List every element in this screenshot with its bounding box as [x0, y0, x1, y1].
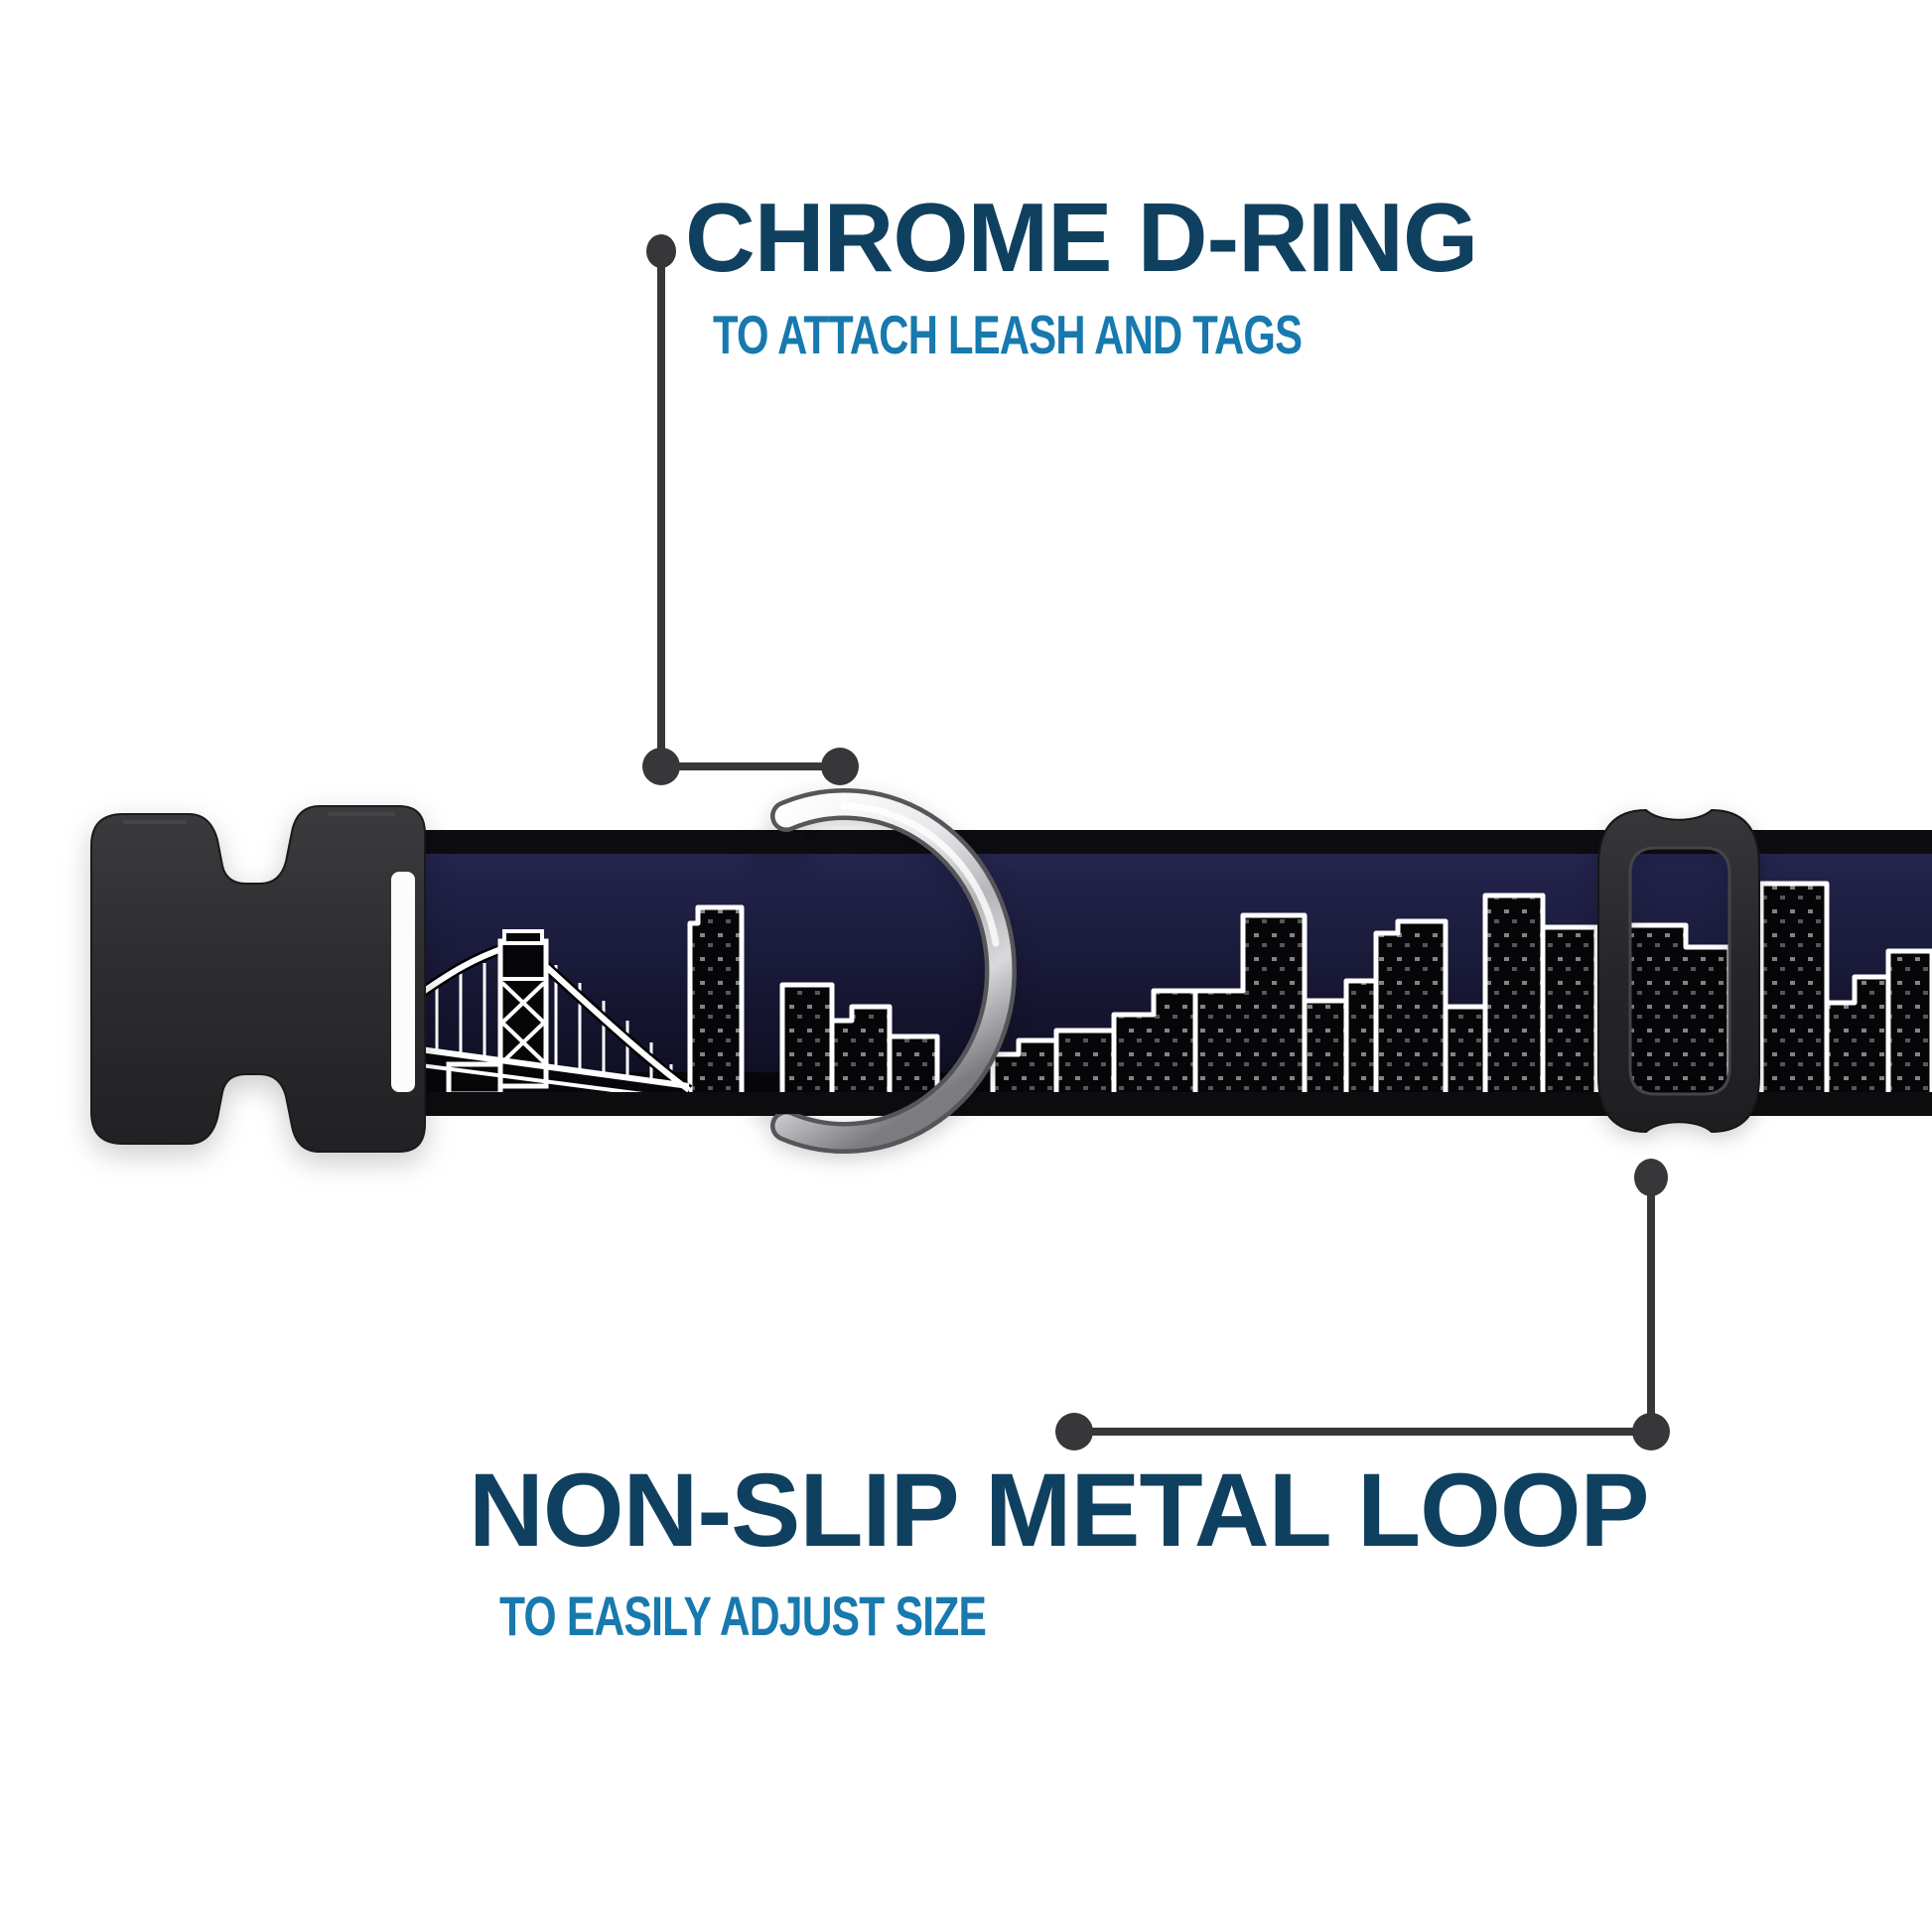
chrome-d-ring — [753, 788, 1017, 1154]
buckle-strap-slot — [391, 872, 415, 1092]
building — [1443, 1004, 1488, 1103]
callout-dot — [1632, 1413, 1670, 1450]
callout-dot — [646, 234, 676, 268]
building — [1885, 948, 1932, 1103]
metal-loop-slider — [1597, 808, 1760, 1134]
building — [1482, 893, 1546, 1103]
building — [1343, 978, 1379, 1103]
d-ring-highlight — [840, 802, 1000, 947]
callout-bottom-connector — [1055, 1159, 1670, 1450]
side-release-buckle — [90, 805, 426, 1153]
building — [687, 904, 745, 1103]
callout-dot — [821, 748, 859, 785]
skyline-print-strap — [409, 830, 1932, 1116]
callout-top-connector — [642, 234, 859, 785]
slider-inner-rim — [1628, 846, 1731, 1096]
bridge-tower-braces — [500, 977, 546, 1064]
callout-bottom-title: NON-SLIP METAL LOOP — [469, 1452, 1650, 1569]
collar — [90, 788, 1932, 1154]
buckle-body — [90, 805, 426, 1153]
callout-dot — [1055, 1413, 1093, 1450]
callout-top-subtitle: TO ATTACH LEASH AND TAGS — [713, 304, 1303, 365]
callout-top-title: CHROME D-RING — [685, 183, 1478, 292]
building — [829, 1004, 893, 1103]
webbing-fold-top — [753, 832, 806, 854]
bridge-deck-line — [412, 1045, 690, 1089]
callout-line-vertical — [657, 256, 665, 766]
building — [1302, 998, 1349, 1103]
callout-line-vertical — [1647, 1177, 1655, 1432]
building — [1053, 1028, 1117, 1103]
building — [1625, 922, 1732, 1103]
building — [1758, 881, 1830, 1103]
building — [1373, 918, 1449, 1103]
callout-line-horizontal — [1074, 1428, 1651, 1436]
building — [779, 982, 835, 1103]
building — [887, 1034, 940, 1103]
bridge-tower-cap — [502, 929, 544, 945]
webbing-fold-bottom — [753, 1092, 806, 1114]
callout-bottom-subtitle: TO EASILY ADJUST SIZE — [499, 1585, 987, 1647]
callout-dot — [1634, 1159, 1668, 1196]
building — [1540, 924, 1599, 1103]
callout-dot — [642, 748, 680, 785]
callout-line-horizontal — [661, 762, 840, 770]
skyline-buildings — [687, 881, 1932, 1103]
suspension-bridge — [409, 929, 693, 1104]
